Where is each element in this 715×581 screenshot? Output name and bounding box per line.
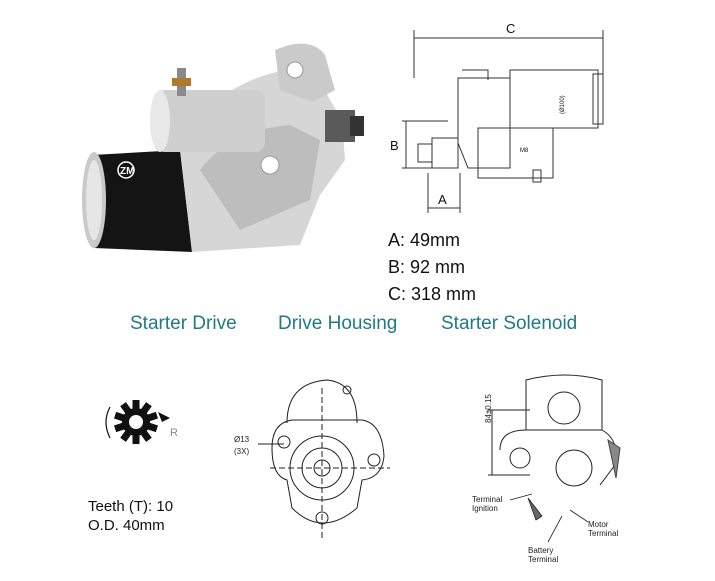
brand-mark: ZM bbox=[120, 166, 134, 177]
pinion-gear-icon: R bbox=[105, 400, 178, 444]
diameter-label: (Ø100) bbox=[560, 95, 566, 114]
drive-housing-drawing: Ø13 (3X) bbox=[234, 379, 390, 538]
thread-label: M8 bbox=[520, 148, 529, 154]
solenoid-leader-lines bbox=[509, 493, 589, 543]
starter-motor-photo: ZM bbox=[82, 43, 364, 252]
hole-count-label: (3X) bbox=[234, 447, 249, 456]
hole-size-label: Ø13 bbox=[234, 435, 250, 444]
rotation-label: R bbox=[170, 427, 178, 439]
outer-diameter: O.D. 40mm bbox=[88, 517, 165, 534]
section-drive-housing: Drive Housing bbox=[278, 313, 398, 334]
dim-letter-b: B bbox=[390, 138, 399, 153]
solenoid-drawing bbox=[488, 374, 621, 487]
dimension-c: C: 318 mm bbox=[388, 284, 477, 304]
teeth-count: Teeth (T): 10 bbox=[88, 498, 174, 515]
section-starter-solenoid: Starter Solenoid bbox=[441, 313, 578, 334]
dim-letter-a: A bbox=[438, 192, 447, 207]
section-starter-drive: Starter Drive bbox=[130, 313, 237, 334]
motor-terminal-label: Motor Terminal bbox=[588, 520, 619, 538]
terminal-ignition-label: Terminal Ignition bbox=[472, 495, 503, 513]
dimension-b: B: 92 mm bbox=[388, 257, 466, 277]
solenoid-dimension: 84±0.15 bbox=[484, 394, 493, 423]
dim-letter-c: C bbox=[506, 21, 515, 36]
side-view-drawing: C (Ø100) B A M8 bbox=[390, 21, 604, 213]
dimension-a: A: 49mm bbox=[388, 230, 461, 250]
battery-terminal-label: Battery Terminal bbox=[528, 546, 559, 564]
